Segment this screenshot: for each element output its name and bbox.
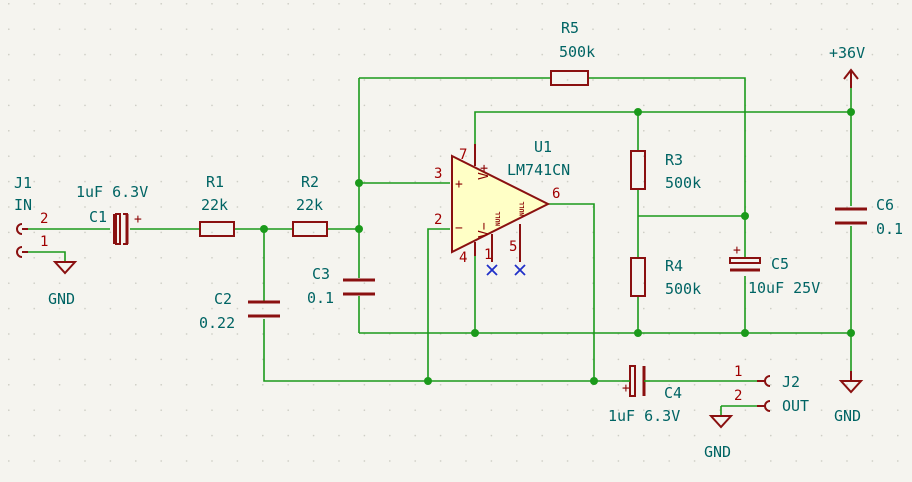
r2-value: 22k	[296, 196, 323, 214]
resistor-r1[interactable]: R1 22k	[199, 173, 235, 237]
capacitor-c4[interactable]: + C4 1uF 6.3V	[608, 365, 682, 425]
r5-value: 500k	[559, 43, 595, 61]
r3-body	[630, 150, 646, 190]
ground-j1[interactable]: GND	[48, 261, 78, 308]
connector-j1[interactable]: J1 IN 2 1	[14, 174, 48, 258]
r1-ref: R1	[206, 173, 224, 191]
r3-value: 500k	[665, 174, 701, 192]
junctions	[260, 108, 855, 385]
opamp-u1[interactable]: U1 LM741CN 7 3 2 4 6 1 5 + − V+ V− NULL …	[434, 138, 570, 266]
resistor-r5[interactable]: R5 500k	[550, 19, 595, 86]
c6-value: 0.1	[876, 220, 903, 238]
u1-plus-label: +	[455, 177, 463, 192]
capacitor-c3[interactable]: C3 0.1	[307, 265, 375, 307]
r1-value: 22k	[201, 196, 228, 214]
c4-value: 1uF 6.3V	[608, 407, 680, 425]
no-connect-markers	[486, 264, 526, 276]
u1-pin6: 6	[552, 186, 560, 202]
j2-ref: J2	[782, 373, 800, 391]
ground-j2[interactable]: GND	[704, 415, 734, 461]
c6-ref: C6	[876, 196, 894, 214]
u1-minus-label: −	[455, 221, 463, 236]
j1-pin2-socket-icon	[16, 223, 23, 235]
r2-ref: R2	[301, 173, 319, 191]
j2-pin1-socket-icon	[764, 375, 771, 387]
u1-pin1: 1	[484, 247, 492, 263]
j2-pin-2-label: 2	[734, 388, 742, 404]
capacitor-c2[interactable]: C2 0.22	[199, 290, 280, 332]
j2-value: OUT	[782, 397, 809, 415]
u1-value: LM741CN	[507, 161, 570, 179]
j1-pin-1-label: 1	[40, 234, 48, 250]
connector-j2[interactable]: 1 2 J2 OUT	[734, 364, 809, 415]
c5-value: 10uF 25V	[748, 279, 820, 297]
no-connect-x-icon	[486, 264, 498, 276]
ground-icon	[52, 261, 78, 275]
j1-pin1-socket-icon	[16, 246, 23, 258]
opamp-triangle-icon	[451, 154, 551, 254]
c1-ref: C1	[89, 208, 107, 226]
ground-rail[interactable]: GND	[834, 371, 864, 425]
u1-ref: U1	[534, 138, 552, 156]
power-arrow-icon	[843, 68, 859, 88]
ground-j1-label: GND	[48, 290, 75, 308]
r4-body	[630, 257, 646, 297]
u1-pin5: 5	[509, 239, 517, 255]
wires	[28, 77, 852, 416]
c2-value: 0.22	[199, 314, 235, 332]
c1-polarity: +	[134, 212, 142, 227]
c5-polarity: +	[733, 243, 741, 258]
capacitor-c5[interactable]: + C5 10uF 25V	[729, 243, 820, 297]
c3-ref: C3	[312, 265, 330, 283]
u1-pin4: 4	[459, 250, 467, 266]
r4-ref: R4	[665, 257, 683, 275]
ground-icon	[708, 415, 734, 429]
j1-ref: J1	[14, 174, 32, 192]
r2-body	[292, 221, 328, 237]
c4-ref: C4	[664, 384, 682, 402]
r5-ref: R5	[561, 19, 579, 37]
c3-value: 0.1	[307, 289, 334, 307]
capacitor-c6[interactable]: C6 0.1	[835, 196, 903, 238]
r5-body	[550, 70, 589, 86]
no-connect-x-icon	[514, 264, 526, 276]
u1-null2-label: NULL	[519, 201, 526, 216]
c5-ref: C5	[771, 255, 789, 273]
j1-pin-2-label: 2	[40, 211, 48, 227]
ground-rail-label: GND	[834, 407, 861, 425]
power-vcc[interactable]: +36V	[829, 44, 865, 88]
u1-pin7: 7	[459, 147, 467, 163]
r4-value: 500k	[665, 280, 701, 298]
j2-pin-1-label: 1	[734, 364, 742, 380]
j2-pin2-socket-icon	[764, 400, 771, 412]
u1-null1-label: NULL	[495, 211, 502, 226]
u1-vminus-label: V−	[477, 222, 492, 238]
u1-pin2: 2	[434, 212, 442, 228]
ground-j2-label: GND	[704, 443, 731, 461]
j1-value: IN	[14, 196, 32, 214]
r1-body	[199, 221, 235, 237]
resistor-r2[interactable]: R2 22k	[292, 173, 328, 237]
vcc-label: +36V	[829, 44, 865, 62]
c4-polarity: +	[622, 381, 630, 396]
u1-pin3: 3	[434, 166, 442, 182]
c2-ref: C2	[214, 290, 232, 308]
resistor-r3[interactable]: R3 500k	[630, 150, 701, 192]
resistor-r4[interactable]: R4 500k	[630, 257, 701, 298]
u1-vplus-label: V+	[477, 164, 492, 180]
c1-value: 1uF 6.3V	[76, 183, 148, 201]
r3-ref: R3	[665, 151, 683, 169]
capacitor-c1[interactable]: 1uF 6.3V C1 +	[76, 183, 148, 245]
